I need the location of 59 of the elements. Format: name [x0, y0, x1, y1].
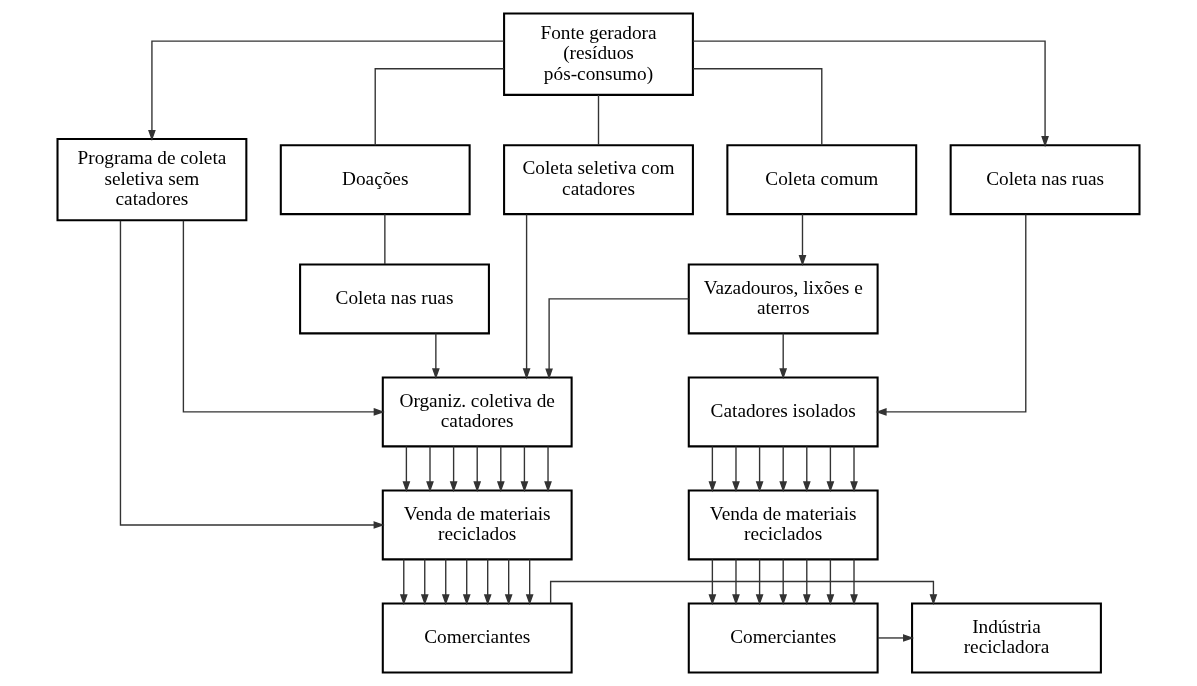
arrow	[708, 558, 717, 606]
node-box: Vazadouros, lixões e aterros	[687, 263, 879, 335]
node-box: Venda de materiais reciclados	[687, 489, 879, 561]
arrow	[798, 213, 807, 267]
node-box: Venda de materiais reciclados	[381, 489, 573, 561]
connector	[384, 213, 386, 265]
arrow	[755, 445, 764, 493]
arrow	[779, 558, 788, 606]
arrow	[496, 445, 505, 493]
arrow	[779, 332, 788, 380]
arrow	[520, 445, 529, 493]
arrow	[402, 445, 411, 493]
arrow	[755, 558, 764, 606]
connector	[692, 68, 823, 146]
arrow	[462, 558, 471, 606]
arrow	[522, 213, 531, 380]
arrow	[399, 558, 408, 606]
arrow	[732, 558, 740, 606]
node-box: Coleta nas ruas	[949, 144, 1141, 216]
arrow	[779, 445, 788, 493]
arrow	[826, 558, 835, 606]
arrow	[420, 558, 429, 606]
arrow	[850, 558, 858, 606]
connector	[374, 68, 505, 146]
arrow	[473, 445, 482, 493]
arrow	[483, 558, 492, 606]
arrow	[877, 634, 915, 642]
node-box: Comerciantes	[381, 602, 573, 674]
arrow	[544, 445, 552, 493]
arrow	[441, 558, 450, 606]
node-box: Catadores isolados	[687, 376, 879, 448]
arrow	[545, 298, 690, 380]
arrow	[182, 219, 385, 416]
node-box: Coleta nas ruas	[299, 263, 490, 335]
arrow	[525, 558, 534, 606]
arrow	[119, 219, 385, 529]
arrow	[504, 558, 513, 606]
arrow	[826, 445, 835, 493]
node-box: Comerciantes	[687, 602, 879, 674]
arrow	[708, 445, 717, 493]
arrow	[692, 40, 1049, 148]
node-box: Coleta seletiva com catadores	[503, 144, 694, 216]
arrow	[732, 445, 740, 493]
node-box: Doações	[279, 144, 471, 216]
arrow	[449, 445, 458, 493]
connector	[597, 94, 600, 146]
node-box: Coleta comum	[726, 144, 918, 216]
node-box: Programa de coleta seletiva sem catadores	[56, 137, 248, 222]
arrow	[802, 558, 811, 606]
arrow	[426, 445, 434, 493]
node-box: Fonte geradora (resíduos pós-consumo)	[503, 12, 694, 96]
arrow	[148, 40, 505, 141]
arrow	[549, 580, 938, 606]
node-box: Indústria recicladora	[911, 602, 1102, 674]
arrow	[875, 213, 1027, 416]
arrow	[802, 445, 811, 493]
node-box: Organiz. coletiva de catadores	[381, 376, 573, 448]
arrow	[432, 332, 440, 380]
arrow	[850, 445, 858, 493]
